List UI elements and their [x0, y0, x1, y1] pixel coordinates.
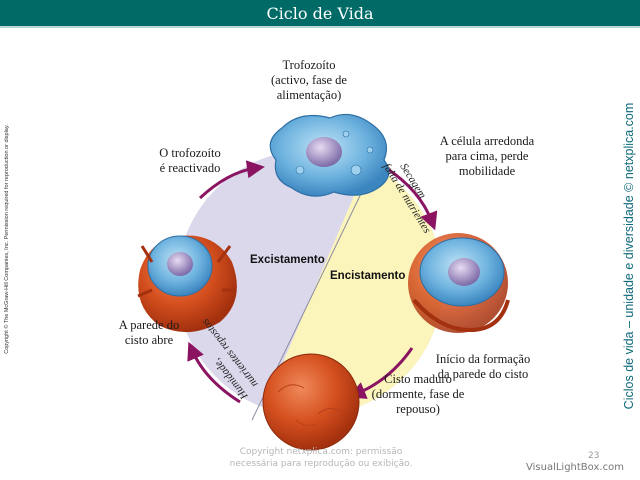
label-wall-start: Início da formação da parede do cisto	[418, 352, 548, 382]
label-trophozoite-line1: Trofozoíto	[282, 58, 336, 72]
arrow-to-mature-cyst	[347, 347, 414, 399]
page-number: 23	[588, 451, 600, 461]
label-rounds-up: A célula arredonda para cima, perde mobi…	[422, 134, 552, 179]
arrow-to-trophozoite	[198, 160, 265, 200]
visuallightbox-credit: VisualLightBox.com	[526, 462, 624, 473]
copyright-watermark: Copyright netxplica.com: permissão neces…	[196, 446, 446, 470]
publisher-copyright: Copyright © The McGraw-Hill Companies, I…	[4, 124, 10, 354]
label-reactivated: O trofozoíto é reactivado	[140, 146, 240, 176]
label-trophozoite-line2: (activo, fase de	[270, 73, 347, 87]
label-rounds-up-line2: para cima, perde	[445, 149, 529, 163]
forming-cyst-cell	[408, 233, 510, 333]
opening-cyst-cell	[137, 235, 237, 333]
slide-title: Ciclo de Vida	[0, 0, 640, 26]
label-mature-cyst-line1: Cisto maduro	[384, 372, 452, 386]
label-mature-cyst: Cisto maduro (dormente, fase de repouso)	[362, 372, 474, 417]
excystment-label: Excistamento	[250, 254, 325, 266]
title-divider	[0, 26, 640, 28]
label-wall-start-line2: da parede do cisto	[437, 367, 529, 381]
label-mature-cyst-line2: (dormente, fase de	[371, 387, 465, 401]
label-rounds-up-line1: A célula arredonda	[439, 134, 535, 148]
label-trophozoite: Trofozoíto (activo, fase de alimentação)	[254, 58, 364, 103]
arrow-to-wall-opening	[187, 341, 241, 404]
label-reactivated-line1: O trofozoíto	[159, 146, 221, 160]
label-trophozoite-line3: alimentação)	[276, 88, 342, 102]
arrow-to-rounding	[385, 166, 438, 231]
label-mature-cyst-line3: repouso)	[396, 402, 440, 416]
trophozoite-cell	[269, 113, 390, 197]
watermark-line1: Copyright netxplica.com: permissão	[239, 447, 403, 457]
label-wall-start-line1: Início da formação	[435, 352, 531, 366]
label-cyst-opens: A parede do cisto abre	[104, 318, 194, 348]
watermark-line2: necessária para reprodução ou exibição.	[229, 459, 413, 469]
label-reactivated-line2: é reactivado	[159, 161, 221, 175]
site-credit: Ciclos de vida – unidade e diversidade ©…	[622, 102, 636, 410]
label-cyst-opens-line2: cisto abre	[124, 333, 174, 347]
encystment-label: Encistamento	[330, 270, 406, 282]
label-rounds-up-line3: mobilidade	[458, 164, 516, 178]
mature-cyst	[262, 353, 360, 451]
label-cyst-opens-line1: A parede do	[118, 318, 180, 332]
